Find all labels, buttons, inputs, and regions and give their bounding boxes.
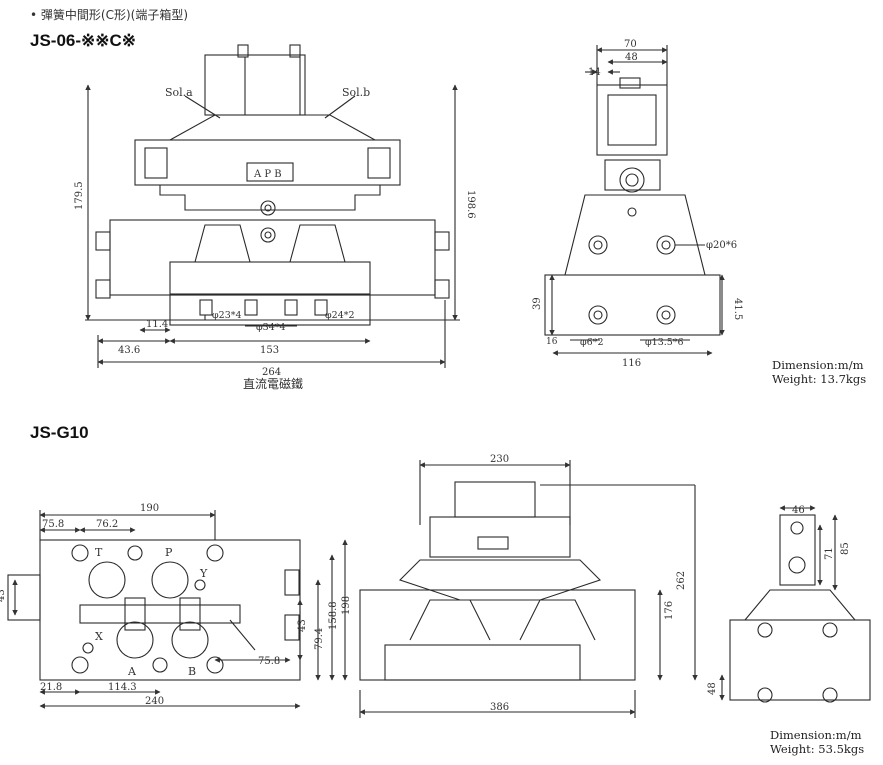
sol-a-label: Sol.a [165, 86, 193, 99]
jsg10-front-view [359, 460, 698, 718]
section1-title: JS-06-※※C※ [30, 31, 137, 50]
dim-46: 46 [792, 505, 805, 516]
dim-48: 48 [625, 52, 638, 63]
js06-side-view [544, 45, 725, 356]
dim-264: 264 [262, 367, 281, 378]
dc-label: 直流電磁鐵 [243, 376, 303, 391]
dim-11: 11.4 [146, 319, 168, 330]
dim-75a: 75.8 [42, 519, 64, 530]
hole-23: φ23*4 [212, 310, 242, 321]
spec2-weight: Weight: 53.5kgs [770, 742, 865, 756]
dim-41: 41.5 [732, 298, 743, 320]
spec2: Dimension:m/m Weight: 53.5kgs [770, 728, 864, 756]
dim-230: 230 [490, 454, 509, 465]
dim-43b: 43 [297, 619, 308, 632]
port-Y: Y [199, 567, 208, 580]
port-label: A P B [253, 169, 282, 180]
hole-6: φ6*2 [580, 337, 604, 348]
spec2-dimension: Dimension:m/m [770, 728, 862, 742]
port-A: A [127, 665, 137, 678]
dim-43: 43 [0, 589, 7, 602]
dim-116: 116 [622, 358, 641, 369]
dim-39: 39 [532, 297, 543, 310]
dim-85: 85 [840, 542, 851, 555]
dim-48b: 48 [707, 682, 718, 695]
port-B: B [188, 665, 196, 678]
dim-70: 70 [624, 39, 637, 50]
dim-21: 21.8 [40, 682, 62, 693]
dim-198: 198.6 [465, 190, 476, 219]
port-P: P [165, 546, 173, 559]
dim-240: 240 [145, 696, 164, 707]
dim-176: 176 [664, 601, 675, 620]
dim-76: 76.2 [96, 519, 118, 530]
dim-190: 190 [140, 503, 159, 514]
dim-262: 262 [676, 571, 687, 590]
sol-b-label: Sol.b [342, 86, 370, 99]
dim-16: 16 [546, 337, 558, 347]
port-X: X [95, 630, 103, 643]
dim-79: 79.4 [314, 628, 325, 650]
dim-198b: 198 [341, 596, 352, 615]
hole-24: φ24*2 [325, 310, 355, 321]
js06-front-view [85, 44, 460, 368]
dim-114: 114.3 [108, 682, 137, 693]
spec1-dimension: Dimension:m/m [772, 358, 864, 372]
dim-43: 43.6 [118, 345, 140, 356]
hole-34: φ34*4 [256, 322, 286, 333]
port-T: T [95, 546, 103, 559]
jsg10-side-view [719, 505, 871, 703]
dim-386: 386 [490, 702, 509, 713]
dim-14: 14 [588, 67, 601, 78]
jsg10-top-view [7, 510, 348, 709]
hole-13: φ13.5*6 [645, 337, 684, 348]
header-note: • 彈簧中間形(C形)(端子箱型) [30, 8, 188, 22]
dim-158: 158.8 [328, 601, 339, 630]
spec1: Dimension:m/m Weight: 13.7kgs [772, 358, 866, 386]
dim-75b: 75.8 [258, 656, 280, 667]
dim-71: 71 [824, 547, 835, 560]
dim-153: 153 [260, 345, 279, 356]
section2-title: JS-G10 [30, 423, 89, 442]
spec1-weight: Weight: 13.7kgs [772, 372, 867, 386]
dim-179: 179.5 [74, 181, 85, 210]
hole-20: φ20*6 [706, 240, 737, 251]
